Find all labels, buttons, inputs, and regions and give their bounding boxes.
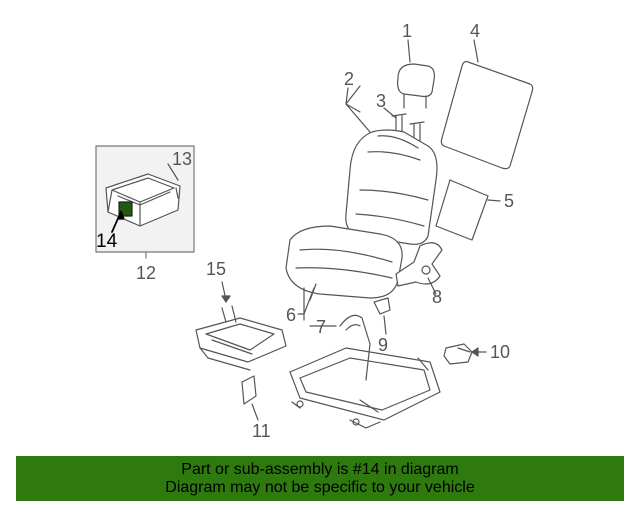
callout-13: 13 (172, 149, 193, 169)
headrest-part-1 (397, 39, 435, 109)
info-banner: Part or sub-assembly is #14 in diagram D… (16, 456, 624, 501)
board-part-5 (435, 179, 501, 241)
callout-11: 11 (252, 421, 271, 441)
callout-2: 2 (344, 69, 355, 89)
callout-10: 10 (490, 342, 511, 362)
banner-line-1: Part or sub-assembly is #14 in diagram (181, 461, 459, 478)
switch-part-10 (443, 343, 487, 365)
callout-4: 4 (470, 21, 481, 41)
bracket-part-11 (241, 375, 259, 421)
callout-14: 14 (96, 231, 118, 252)
callout-6: 6 (286, 305, 297, 325)
callout-9: 9 (378, 335, 389, 355)
callout-15: 15 (206, 259, 227, 279)
seat-frame-part-7 (289, 287, 441, 429)
callout-8: 8 (432, 287, 443, 307)
callout-1: 1 (402, 21, 413, 41)
frame-part-15 (195, 281, 287, 371)
banner-line-2: Diagram may not be specific to your vehi… (165, 479, 475, 496)
seat-back-part-2 (345, 85, 438, 245)
callout-7: 7 (316, 317, 327, 337)
callout-12: 12 (136, 263, 157, 283)
recliner-cover-part-8 (395, 242, 443, 295)
callout-5: 5 (504, 191, 515, 211)
seat-cushion (285, 225, 403, 301)
cover-part-9 (373, 297, 391, 335)
callout-3: 3 (376, 91, 387, 111)
back-panel-part-4 (440, 39, 534, 170)
highlighted-part-14 (118, 201, 133, 217)
